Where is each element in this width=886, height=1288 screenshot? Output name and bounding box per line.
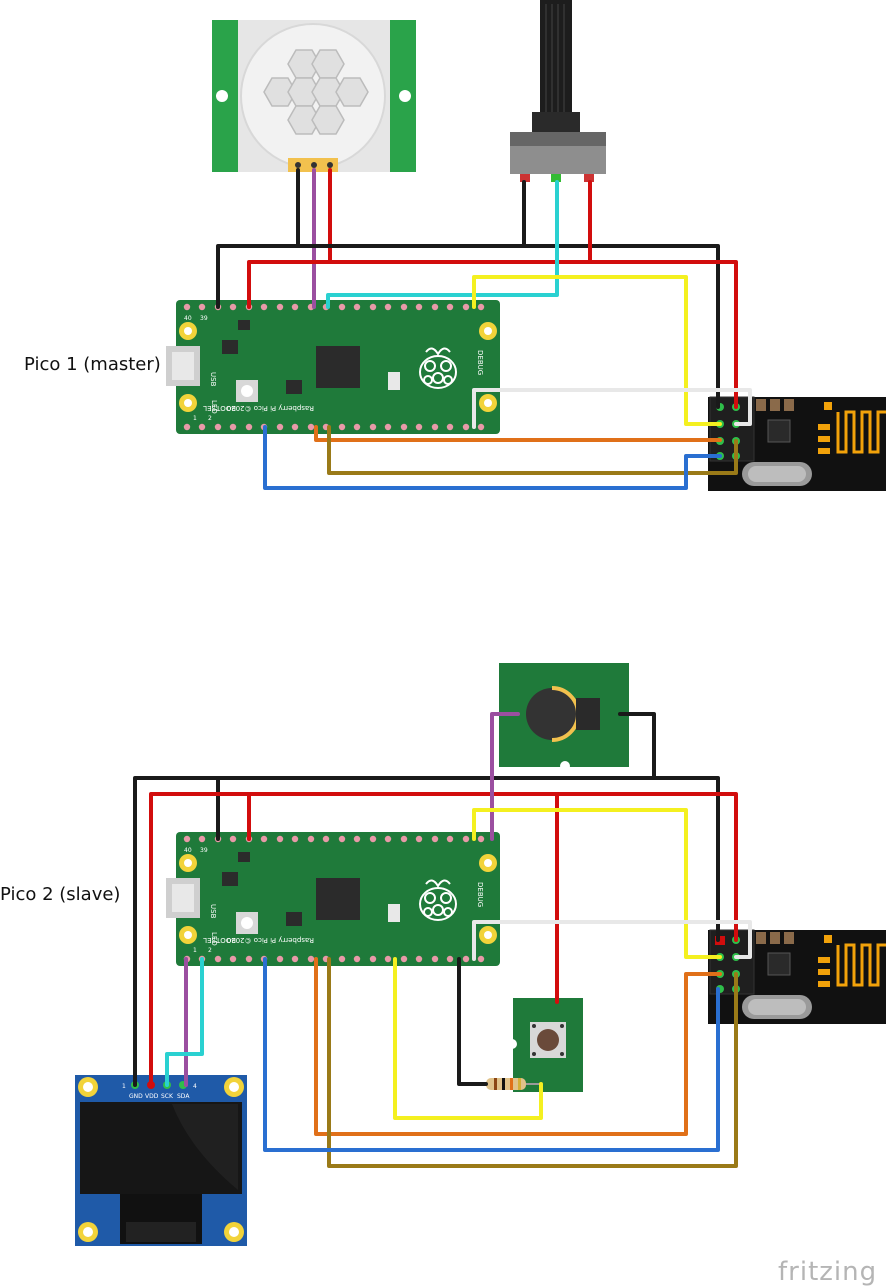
- pin-1-label: 1: [193, 947, 197, 954]
- rp2040-chip: [316, 346, 360, 388]
- oled-pin-sda: SDA: [177, 1093, 190, 1100]
- oled-display: 1 4 GND VDD SCK SDA: [75, 1075, 247, 1246]
- pico-1-header-bottom: [183, 423, 485, 431]
- oled-pin-gnd: GND: [129, 1093, 143, 1100]
- antenna-icon: [836, 410, 886, 454]
- pin-2-label: 2: [208, 415, 212, 422]
- wires-pico-2: [133, 712, 752, 1168]
- pico-1-header-top: [183, 303, 485, 311]
- pin-40-label: 40: [184, 847, 192, 854]
- pin-40-label: 40: [184, 315, 192, 322]
- push-button-module: [507, 998, 583, 1092]
- oled-pin-1-label: 1: [122, 1083, 126, 1090]
- pin-1-label: 1: [193, 415, 197, 422]
- pico-2-label: Pico 2 (slave): [0, 884, 120, 905]
- pir-sensor: [212, 20, 416, 172]
- oled-pin-4-label: 4: [193, 1083, 197, 1090]
- raspberry-logo-icon: [419, 347, 457, 389]
- pico-1-board: USB LED BOOTSEL Raspberry Pi Pico ©2020 …: [166, 300, 500, 434]
- usb-silk: USB: [209, 372, 217, 387]
- bootsel-silk: BOOTSEL: [203, 936, 236, 944]
- debug-silk: DEBUG: [476, 882, 484, 907]
- led-silk: LED: [210, 400, 218, 414]
- bootsel-silk: BOOTSEL: [203, 404, 236, 412]
- rp2040-chip: [316, 878, 360, 920]
- pin-39-label: 39: [200, 847, 208, 854]
- raspberry-logo-icon: [419, 879, 457, 921]
- pico-2-board: USB LED BOOTSEL Raspberry Pi Pico ©2020 …: [166, 832, 500, 966]
- buzzer-module: [499, 663, 629, 771]
- model-silk: Raspberry Pi Pico ©2020: [227, 404, 314, 412]
- pin-39-label: 39: [200, 315, 208, 322]
- fritzing-logo: fritzing: [778, 1257, 877, 1287]
- fresnel-lens-icon: [263, 49, 369, 135]
- model-silk: Raspberry Pi Pico ©2020: [227, 936, 314, 944]
- oled-pin-sck: SCK: [161, 1093, 174, 1100]
- potentiometer: [510, 0, 606, 182]
- pin-2-label: 2: [208, 947, 212, 954]
- usb-silk: USB: [209, 904, 217, 919]
- wires-pico-1: [216, 168, 752, 490]
- pico-1-label: Pico 1 (master): [24, 354, 161, 375]
- oled-pin-vdd: VDD: [145, 1093, 159, 1100]
- antenna-icon: [836, 943, 886, 987]
- led-silk: LED: [210, 932, 218, 946]
- debug-silk: DEBUG: [476, 350, 484, 375]
